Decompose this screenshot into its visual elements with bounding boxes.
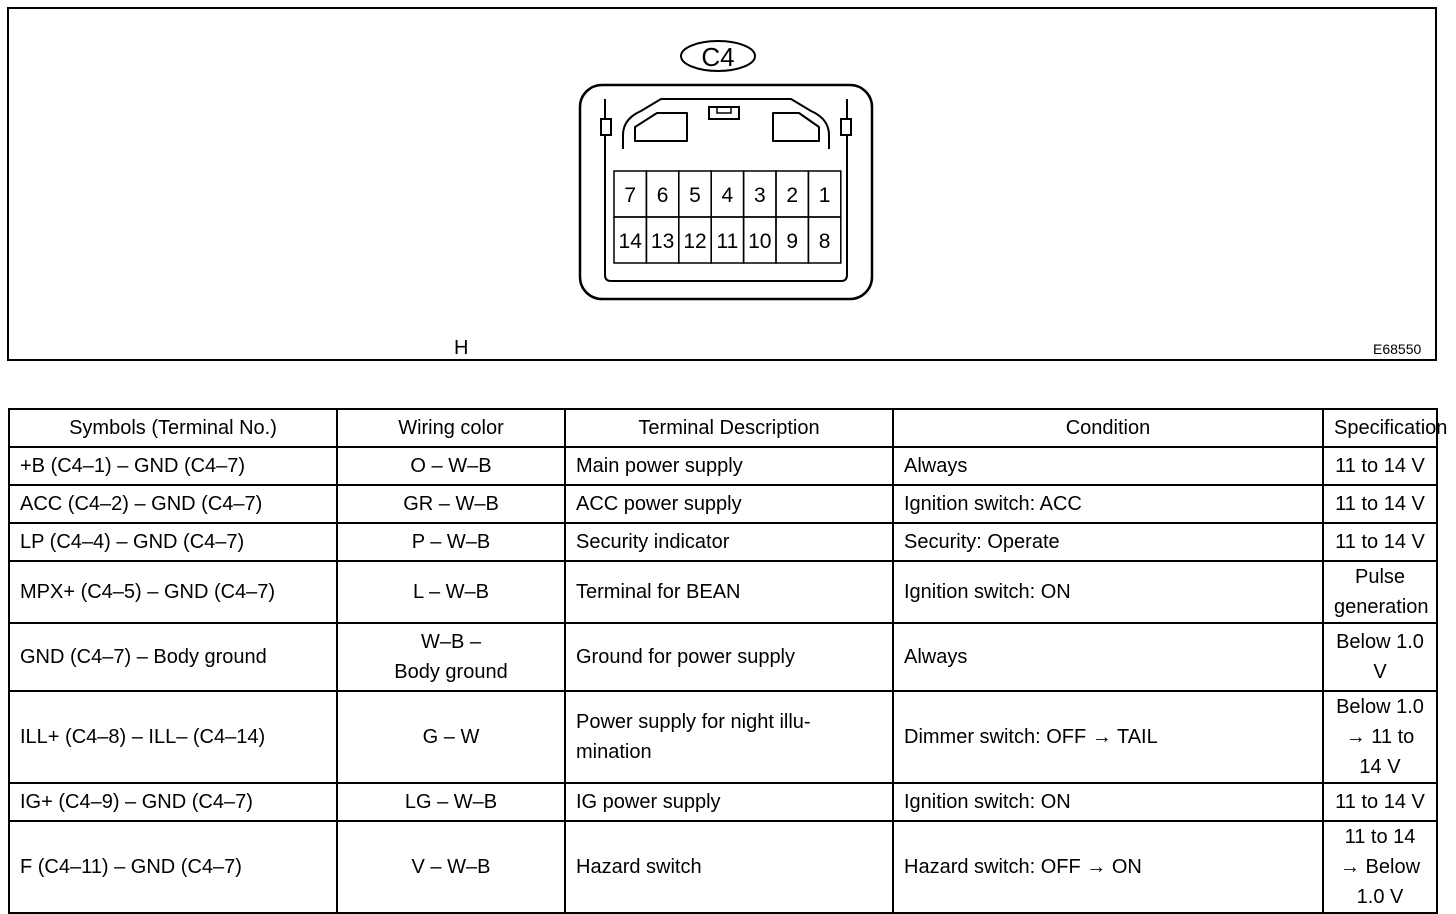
pin-cell — [807, 216, 842, 264]
lock-center-tab-inner — [716, 106, 732, 114]
header-condition: Condition — [892, 408, 1324, 448]
cell-condition: Always — [892, 446, 1324, 486]
table-header-row: Symbols (Terminal No.) Wiring color Term… — [8, 408, 1447, 448]
cell-wiring-color: G – W — [336, 690, 566, 784]
cell-condition: Always — [892, 622, 1324, 692]
cell-description: Terminal for BEAN — [564, 560, 894, 624]
pin-number: 9 — [786, 230, 798, 253]
table-row: IG+ (C4–9) – GND (C4–7) LG – W–B IG powe… — [8, 782, 1438, 822]
cell-wiring-color: W–B – Body ground — [336, 622, 566, 692]
cell-specification: 11 to 14 V — [1322, 782, 1438, 822]
cell-wiring-color: O – W–B — [336, 446, 566, 486]
pin-number: 4 — [722, 184, 734, 207]
cell-symbols: MPX+ (C4–5) – GND (C4–7) — [8, 560, 338, 624]
cell-wiring-color: LG – W–B — [336, 782, 566, 822]
connector-label-oval — [680, 40, 756, 72]
cell-wiring-color: P – W–B — [336, 522, 566, 562]
view-letter: H — [454, 337, 469, 359]
cell-condition: Dimmer switch: OFF → TAIL — [892, 690, 1324, 784]
cell-symbols: +B (C4–1) – GND (C4–7) — [8, 446, 338, 486]
header-wiring-color: Wiring color — [336, 408, 566, 448]
cell-condition: Ignition switch: ON — [892, 560, 1324, 624]
figure-code: E68550 — [1373, 341, 1422, 357]
cell-line: Body ground — [394, 661, 508, 683]
table-row: +B (C4–1) – GND (C4–7) O – W–B Main powe… — [8, 446, 1438, 486]
cell-description: Power supply for night illu- mination — [564, 690, 894, 784]
cell-line: → Below 1.0 V — [1339, 856, 1421, 908]
cell-line: W–B – — [420, 631, 482, 653]
table-row: MPX+ (C4–5) – GND (C4–7) L – W–B Termina… — [8, 560, 1438, 624]
pin-number: 1 — [819, 184, 831, 207]
cell-specification: Pulse generation — [1322, 560, 1438, 624]
pin-number: 14 — [619, 230, 643, 253]
table-row: ILL+ (C4–8) – ILL– (C4–14) G – W Power s… — [8, 690, 1438, 784]
pin-number: 3 — [754, 184, 766, 207]
cell-symbols: ILL+ (C4–8) – ILL– (C4–14) — [8, 690, 338, 784]
cell-symbols: ACC (C4–2) – GND (C4–7) — [8, 484, 338, 524]
cell-line: Power supply for night illu- — [576, 711, 811, 733]
table-row: LP (C4–4) – GND (C4–7) P – W–B Security … — [8, 522, 1438, 562]
cell-description: Ground for power supply — [564, 622, 894, 692]
pin-number: 13 — [651, 230, 674, 253]
lock-right-cavity — [772, 112, 820, 142]
pin-number: 2 — [786, 184, 798, 207]
cell-symbols: F (C4–11) – GND (C4–7) — [8, 820, 338, 914]
cell-line: mination — [576, 741, 652, 763]
right-latch — [840, 118, 852, 136]
pin-number: 11 — [716, 230, 738, 253]
connector-housing-inner — [604, 99, 848, 282]
header-specification: Specification — [1322, 408, 1447, 448]
connector-housing-outer — [578, 83, 874, 301]
cell-specification: 11 to 14 → Below 1.0 V — [1322, 820, 1438, 914]
cell-condition: Ignition switch: ACC — [892, 484, 1324, 524]
cell-condition: Security: Operate — [892, 522, 1324, 562]
lock-left-cavity — [634, 112, 688, 142]
cell-description: Hazard switch — [564, 820, 894, 914]
cell-specification: 11 to 14 V — [1322, 446, 1438, 486]
lock-outline — [622, 98, 830, 149]
cell-symbols: GND (C4–7) – Body ground — [8, 622, 338, 692]
header-symbols: Symbols (Terminal No.) — [8, 408, 338, 448]
cell-specification: 11 to 14 V — [1322, 522, 1438, 562]
table-row: ACC (C4–2) – GND (C4–7) GR – W–B ACC pow… — [8, 484, 1438, 524]
table-row: F (C4–11) – GND (C4–7) V – W–B Hazard sw… — [8, 820, 1438, 914]
cell-line: → 11 to 14 V — [1345, 726, 1415, 778]
pin-number: 8 — [819, 230, 831, 253]
pin-number: 5 — [689, 184, 701, 207]
cell-symbols: IG+ (C4–9) – GND (C4–7) — [8, 782, 338, 822]
cell-specification: Below 1.0 V — [1322, 622, 1438, 692]
cell-specification: 11 to 14 V — [1322, 484, 1438, 524]
cell-description: Security indicator — [564, 522, 894, 562]
pin-number: 12 — [683, 230, 706, 253]
cell-wiring-color: GR – W–B — [336, 484, 566, 524]
pin-number: 6 — [657, 184, 669, 207]
connector-label: C4 — [701, 42, 734, 72]
header-terminal-description: Terminal Description — [564, 408, 894, 448]
table-row: GND (C4–7) – Body ground W–B – Body grou… — [8, 622, 1438, 692]
cell-wiring-color: V – W–B — [336, 820, 566, 914]
cell-wiring-color: L – W–B — [336, 560, 566, 624]
pin-number: 10 — [748, 230, 771, 253]
pin-number: 7 — [624, 184, 636, 207]
cell-description: ACC power supply — [564, 484, 894, 524]
cell-line: 11 to 14 — [1344, 826, 1416, 848]
cell-condition: Ignition switch: ON — [892, 782, 1324, 822]
terminal-table: Symbols (Terminal No.) Wiring color Term… — [8, 408, 1447, 914]
left-latch — [600, 118, 612, 136]
cell-description: Main power supply — [564, 446, 894, 486]
cell-condition: Hazard switch: OFF → ON — [892, 820, 1324, 914]
cell-line: Below 1.0 — [1336, 696, 1424, 718]
cell-specification: Below 1.0 → 11 to 14 V — [1322, 690, 1438, 784]
cell-description: IG power supply — [564, 782, 894, 822]
cell-symbols: LP (C4–4) – GND (C4–7) — [8, 522, 338, 562]
